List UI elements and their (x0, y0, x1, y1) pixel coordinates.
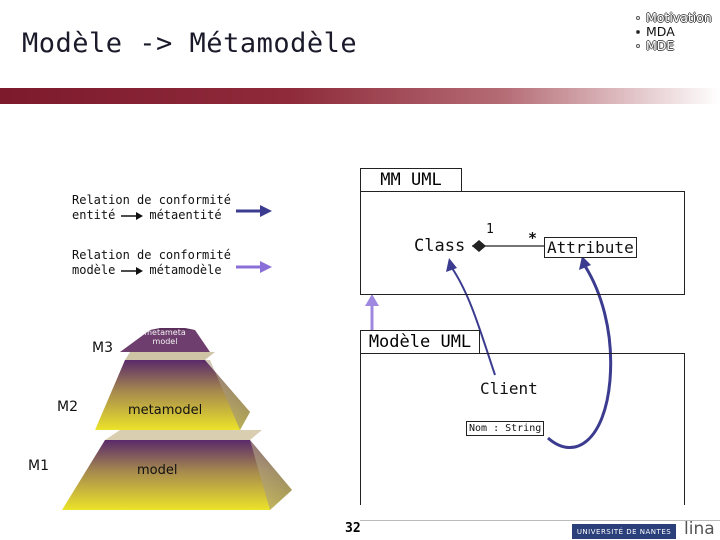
page-number: 32 (345, 521, 361, 536)
legend-item-model: Relation de conformité modèle métamodèle (72, 248, 231, 278)
object-attribute-nom: Nom : String (466, 421, 545, 436)
pyramid-tier-m3 (120, 330, 210, 352)
composition-diamond-icon (472, 240, 486, 252)
legend-item-entity: Relation de conformité entité métaentité (72, 193, 231, 223)
pyramid-label-model: model (137, 463, 178, 478)
nav-item-mda[interactable]: MDA (636, 25, 712, 39)
lina-logo: lina (684, 519, 718, 540)
header-banner (0, 88, 720, 104)
arrow-right-icon (121, 266, 144, 275)
class-box-attribute: Attribute (544, 237, 637, 258)
package-name: MM UML (380, 170, 442, 190)
legend-line: Relation de conformité (72, 193, 231, 207)
object-client: Client (480, 379, 538, 398)
pyramid-tier-m1 (62, 440, 292, 510)
level-tag-m3: M3 (92, 340, 113, 356)
level-tag-m1: M1 (28, 458, 49, 474)
package-tab-modele-uml: Modèle UML (360, 330, 480, 354)
nav-item-motivation[interactable]: Motivation (636, 11, 712, 25)
package-tab-mm-uml: MM UML (360, 168, 462, 192)
package-body-modele-uml (360, 353, 685, 505)
university-logo: UNIVERSITÉ DE NANTES (572, 524, 676, 539)
multiplicity-one: 1 (486, 222, 494, 237)
section-nav: Motivation MDA MDE (636, 11, 712, 53)
legend-line: métaentité (149, 208, 222, 222)
legend-line: métamodèle (149, 263, 222, 277)
bullet-icon (636, 44, 640, 48)
slide-title: Modèle -> Métamodèle (22, 28, 358, 59)
pyramid-tier-m2 (95, 360, 250, 430)
conformity-arrow-client (446, 258, 496, 376)
nav-item-mde[interactable]: MDE (636, 39, 712, 53)
pyramid-label-metamodel: metamodel (128, 403, 203, 418)
class-box-class: Class (414, 236, 466, 256)
legend-arrow-model (236, 261, 272, 273)
conformity-arrow-model (365, 294, 379, 334)
pyramid-label-metameta: metameta model (144, 328, 186, 346)
university-name: UNIVERSITÉ DE NANTES (576, 527, 672, 536)
legend-arrow-entity (236, 205, 272, 217)
lina-logo-text: lina (684, 519, 715, 539)
conformity-arrow-attribute (547, 256, 613, 449)
nav-label: MDE (646, 38, 675, 53)
pyramid (62, 328, 292, 510)
multiplicity-many: * (528, 229, 538, 247)
legend-line: modèle (72, 263, 116, 277)
bullet-icon (636, 30, 640, 34)
package-name: Modèle UML (368, 332, 472, 352)
bullet-icon (636, 16, 640, 20)
package-body-mm-uml (360, 191, 685, 295)
footer-divider (360, 520, 720, 521)
legend-line: Relation de conformité (72, 248, 231, 262)
pyramid-ledge (105, 430, 262, 440)
nav-label: Motivation (646, 10, 712, 25)
arrow-right-icon (121, 211, 144, 220)
level-tag-m2: M2 (57, 399, 78, 415)
nav-label: MDA (646, 24, 675, 39)
legend-line: entité (72, 208, 116, 222)
